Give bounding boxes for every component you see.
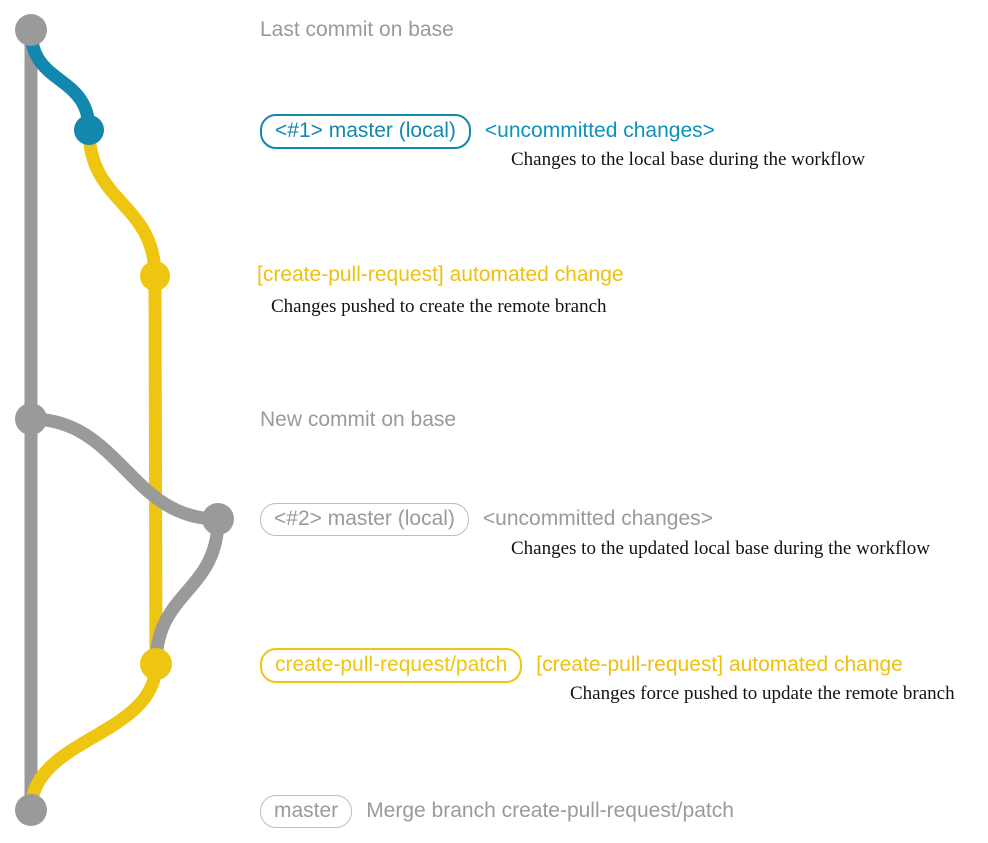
commit-graph: [15, 14, 234, 826]
subtext-automated-change-2: Changes force pushed to update the remot…: [570, 683, 955, 704]
commit-node-remote-push-2: [140, 648, 172, 680]
commit-node-base-new: [15, 403, 47, 435]
branch-pill-local-master-1[interactable]: <#1> master (local): [260, 114, 471, 150]
branch-pill-master[interactable]: master: [260, 795, 353, 829]
headline-last-commit-on-base: Last commit on base: [260, 18, 454, 41]
edge-push2-to-merge: [24, 657, 163, 817]
headline-automated-change-2: [create-pull-request] automated change: [536, 653, 903, 676]
commit-node-base-head: [15, 14, 47, 46]
row-local-master-2: <#2> master (local) <uncommitted changes…: [260, 503, 713, 537]
edge-base-to-local1: [24, 23, 96, 137]
headline-new-commit-on-base: New commit on base: [260, 408, 457, 431]
subtext-local-master-2: Changes to the updated local base during…: [511, 538, 930, 559]
row-automated-change-2: create-pull-request/patch [create-pull-r…: [260, 648, 903, 684]
headline-merge-commit: Merge branch create-pull-request/patch: [366, 799, 734, 822]
headline-uncommitted-changes-2: <uncommitted changes>: [482, 507, 713, 530]
commit-node-local-commit-1: [74, 115, 104, 145]
edge-local1-to-push1: [82, 123, 162, 283]
commit-node-remote-push-1: [140, 261, 170, 291]
headline-uncommitted-changes-1: <uncommitted changes>: [484, 119, 715, 142]
row-local-master-1: <#1> master (local) <uncommitted changes…: [260, 114, 715, 150]
edge-local2-to-push2: [149, 512, 225, 671]
headline-automated-change-1: [create-pull-request] automated change: [257, 263, 624, 286]
row-automated-change-1: [create-pull-request] automated change: [257, 263, 624, 286]
subtext-local-master-1: Changes to the local base during the wor…: [511, 149, 866, 170]
subtext-automated-change-1: Changes pushed to create the remote bran…: [271, 296, 607, 317]
edge-push1-to-push2: [148, 269, 163, 671]
row-last-commit-on-base: Last commit on base: [260, 18, 454, 41]
edge-basenew-to-local2: [24, 412, 225, 526]
row-merge-commit: master Merge branch create-pull-request/…: [260, 795, 734, 829]
commit-node-local-commit-2: [202, 503, 234, 535]
branch-pill-local-master-2[interactable]: <#2> master (local): [260, 503, 469, 537]
row-new-commit-on-base: New commit on base: [260, 408, 456, 431]
commit-node-merge-head: [15, 794, 47, 826]
branch-pill-create-pull-request-patch[interactable]: create-pull-request/patch: [260, 648, 523, 684]
